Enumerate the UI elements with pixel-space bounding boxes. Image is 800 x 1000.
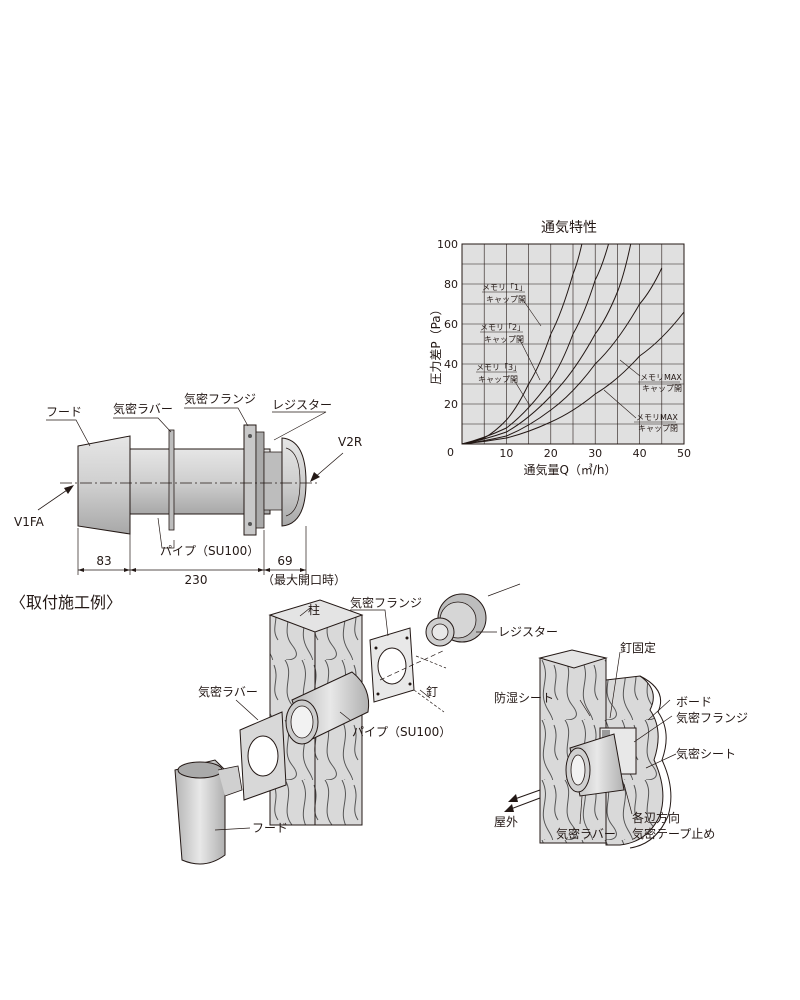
y-tick-label: 80 bbox=[444, 278, 458, 291]
detail-label-rubber: 気密ラバー bbox=[556, 826, 616, 841]
install-label-rubber: 気密ラバー bbox=[198, 684, 258, 699]
install-label-pipe: パイプ（SU100） bbox=[352, 725, 451, 739]
label-rubber: 気密ラバー bbox=[113, 401, 173, 416]
detail-label-tape1: 各辺方向 bbox=[632, 810, 680, 825]
detail-label-flange: 気密フランジ bbox=[676, 710, 748, 725]
curve-label-4-line2: キャップ開 bbox=[642, 384, 682, 393]
detail-label-nail-fix: 釘固定 bbox=[620, 640, 656, 655]
curve-label-1-line2: キャップ開 bbox=[486, 295, 526, 304]
curve-label-3-line1: メモリ「3」 bbox=[476, 363, 521, 372]
label-pipe: パイプ（SU100） bbox=[160, 544, 259, 558]
detail-label-tape2: 気密テープ止め bbox=[632, 826, 715, 841]
x-tick-label: 40 bbox=[633, 447, 647, 460]
detail-label-outside: 屋外 bbox=[494, 815, 518, 829]
y-tick-label: 60 bbox=[444, 318, 458, 331]
label-v2r: V2R bbox=[338, 435, 362, 449]
install-example-main: 柱 気密フランジ レジスター 釘 気密ラバー パイプ（SU100） フード bbox=[174, 583, 558, 865]
curve-label-1-line1: メモリ「1」 bbox=[482, 283, 527, 292]
y-tick-label: 40 bbox=[444, 358, 458, 371]
install-heading: 〈取付施工例〉 bbox=[10, 593, 122, 612]
series-line-5 bbox=[461, 311, 685, 445]
label-hood: フード bbox=[46, 405, 82, 419]
curve-label-5: メモリMAX キャップ閉 bbox=[603, 389, 678, 433]
curve-label-5-line1: メモリMAX bbox=[636, 413, 678, 422]
curve-label-2-line1: メモリ「2」 bbox=[480, 323, 525, 332]
ventilation-chart: 通気特性 100 80 60 40 20 0 10 20 30 40 50 圧力差P（Pa） 通気… bbox=[429, 220, 691, 477]
x-tick-label: 50 bbox=[677, 447, 691, 460]
install-label-nail: 釘 bbox=[426, 684, 438, 699]
detail-label-moisture: 防湿シート bbox=[494, 690, 554, 705]
series-line-2 bbox=[461, 243, 610, 445]
curve-label-2: メモリ「2」 キャップ開 bbox=[480, 323, 541, 381]
install-label-pillar: 柱 bbox=[308, 602, 320, 617]
chart-series-group bbox=[461, 243, 685, 445]
curve-label-2-line2: キャップ開 bbox=[484, 335, 524, 344]
curve-label-5-line2: キャップ閉 bbox=[638, 424, 678, 433]
flange-part bbox=[243, 424, 257, 536]
curve-label-4: メモリMAX キャップ開 bbox=[619, 359, 682, 393]
label-register: レジスター bbox=[272, 398, 332, 412]
dim-230: 230 bbox=[185, 573, 208, 587]
chart-grid bbox=[462, 244, 684, 444]
chart-title: 通気特性 bbox=[541, 220, 597, 236]
install-hood bbox=[174, 759, 226, 865]
label-max-open: （最大開口時） bbox=[262, 573, 346, 587]
install-register bbox=[425, 593, 487, 647]
curve-label-1: メモリ「1」 キャップ開 bbox=[482, 283, 542, 327]
label-v1fa: V1FA bbox=[14, 515, 45, 529]
series-line-4 bbox=[461, 267, 663, 445]
hood-shape bbox=[77, 435, 131, 535]
install-example-detail: 釘固定 防湿シート ボード 気密フランジ 気密シート 屋外 気密ラバー 各辺方向… bbox=[494, 640, 748, 849]
curve-label-3: メモリ「3」 キャップ開 bbox=[476, 363, 531, 407]
dim-83: 83 bbox=[96, 554, 111, 568]
x-tick-label: 20 bbox=[544, 447, 558, 460]
chart-x-ticks: 10 20 30 40 50 bbox=[499, 447, 691, 460]
chart-y-label: 圧力差P（Pa） bbox=[429, 303, 443, 384]
register-part bbox=[263, 451, 283, 511]
x-tick-label: 10 bbox=[499, 447, 513, 460]
series-line-1 bbox=[461, 243, 583, 445]
chart-y-ticks: 100 80 60 40 20 0 bbox=[437, 238, 458, 459]
detail-label-board: ボード bbox=[676, 695, 712, 709]
y-tick-label: 20 bbox=[444, 398, 458, 411]
install-label-hood: フード bbox=[252, 821, 288, 835]
x-tick-label: 30 bbox=[588, 447, 602, 460]
label-flange: 気密フランジ bbox=[184, 391, 256, 406]
chart-x-label: 通気量Q（㎥/h） bbox=[523, 462, 616, 477]
install-label-register: レジスター bbox=[498, 625, 558, 639]
dim-69: 69 bbox=[277, 554, 292, 568]
side-view-diagram: フード 気密ラバー 気密フランジ レジスター V2R V1FA パイプ（SU10… bbox=[14, 391, 362, 587]
rubber-part bbox=[168, 429, 175, 531]
curve-label-3-line2: キャップ開 bbox=[478, 375, 518, 384]
y-tick-label: 100 bbox=[437, 238, 458, 251]
curve-label-4-line1: メモリMAX bbox=[640, 373, 682, 382]
y-tick-label: 0 bbox=[447, 446, 454, 459]
detail-label-sheet: 気密シート bbox=[676, 746, 736, 761]
install-label-flange: 気密フランジ bbox=[350, 595, 422, 610]
series-line-3 bbox=[461, 243, 632, 445]
